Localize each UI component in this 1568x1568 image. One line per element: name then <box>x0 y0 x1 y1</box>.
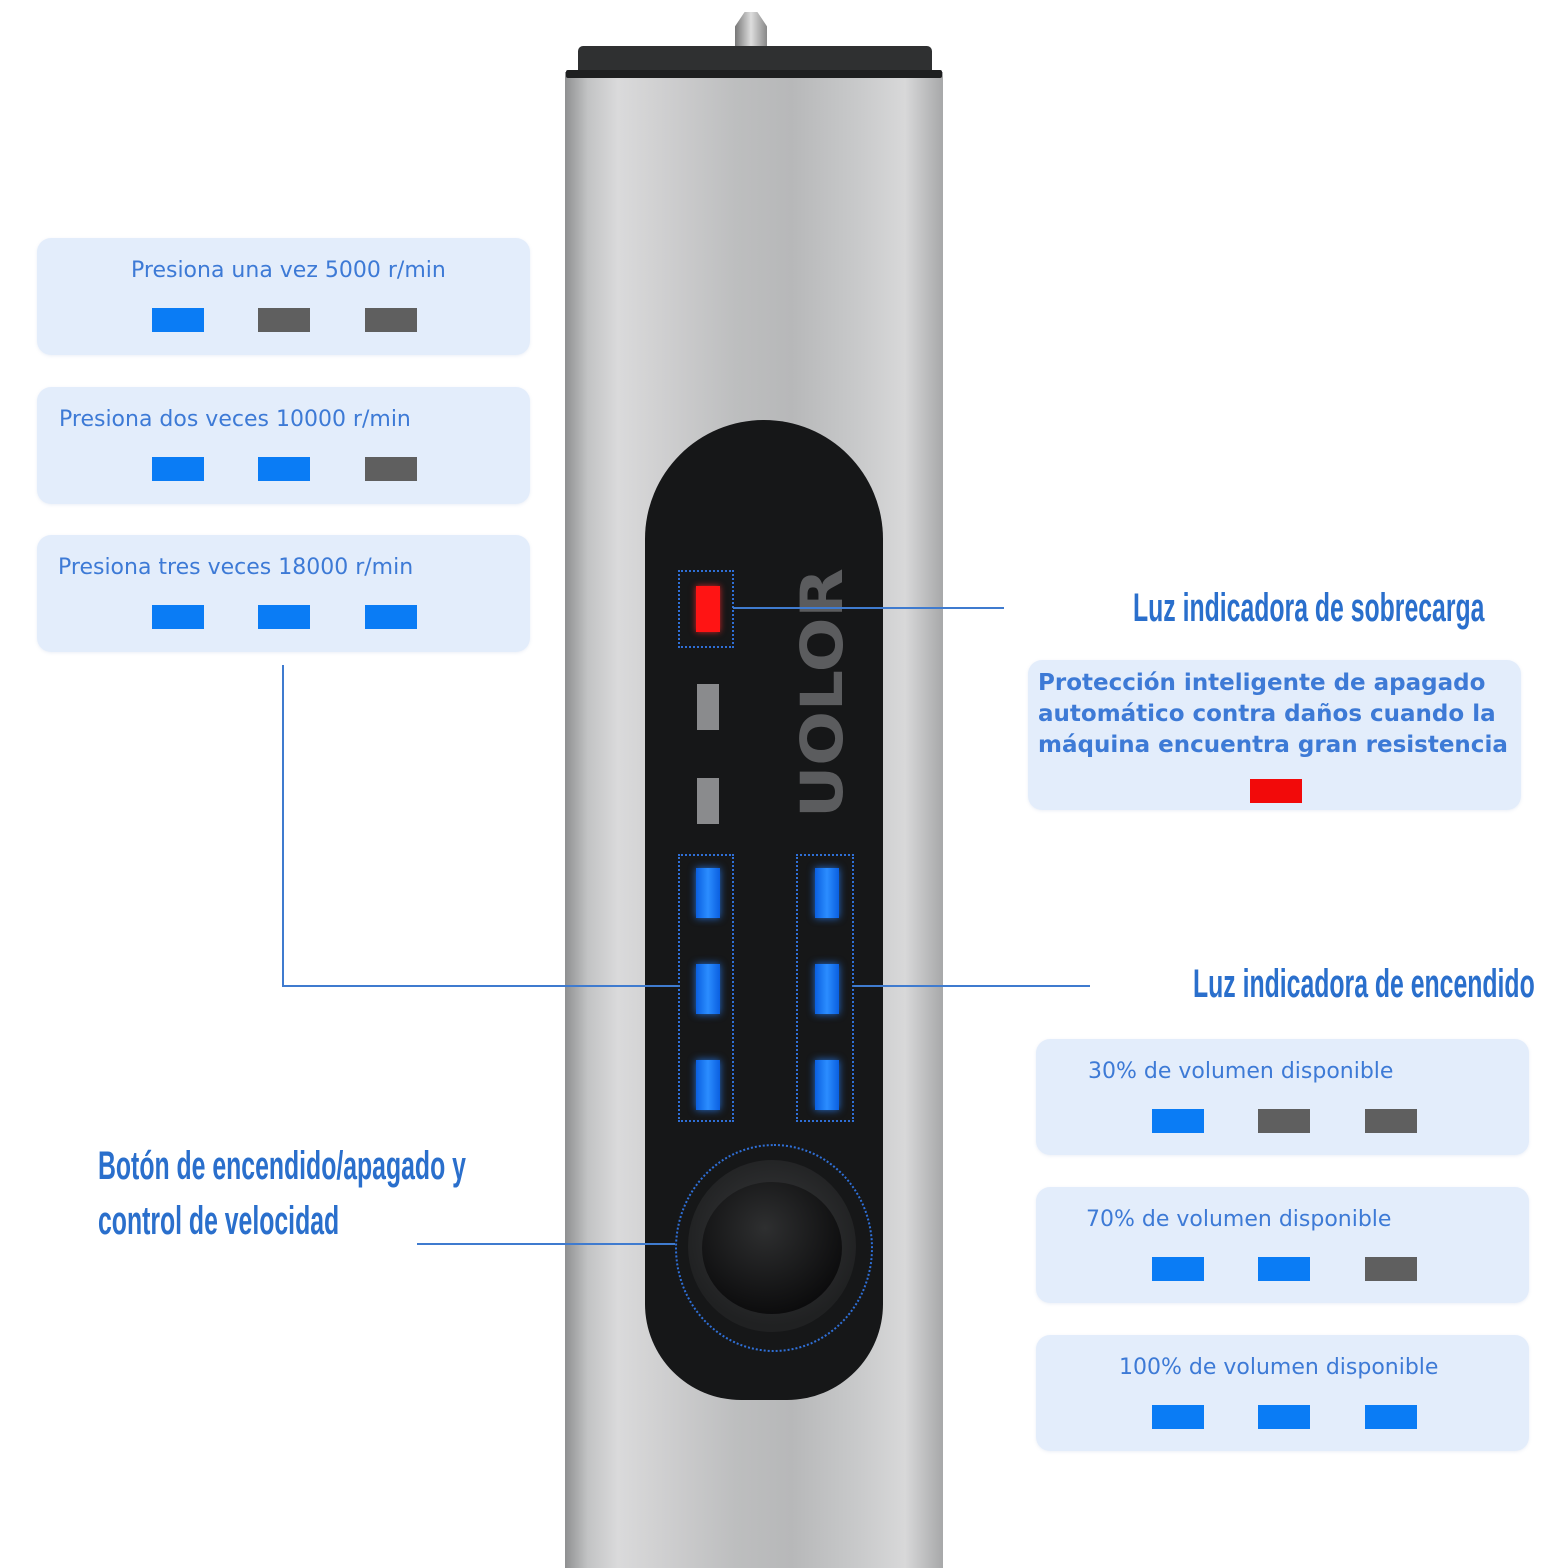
speed-led-1 <box>696 868 720 918</box>
power-level-1-light-2 <box>1258 1109 1310 1133</box>
speed-mode-1-light-1 <box>152 308 204 332</box>
speed-mode-1-light-3 <box>365 308 417 332</box>
brand-logo: UOLOR <box>788 568 856 818</box>
speed-mode-3-light-3 <box>365 605 417 629</box>
power-connector <box>853 985 1090 987</box>
power-level-1-light-1 <box>1152 1109 1204 1133</box>
button-title-line2: control de velocidad <box>98 1199 340 1243</box>
speed-mode-2: Presiona dos veces 10000 r/min <box>37 387 530 504</box>
speed-mode-3-light-2 <box>258 605 310 629</box>
speed-mode-2-light-3 <box>365 457 417 481</box>
power-level-1: 30% de volumen disponible <box>1036 1039 1529 1155</box>
speed-mode-3-label: Presiona tres veces 18000 r/min <box>58 555 414 580</box>
device-cap-rim <box>566 70 942 78</box>
power-level-1-light-3 <box>1365 1109 1417 1133</box>
power-title: Luz indicadora de encendido <box>1193 962 1535 1006</box>
speed-mode-2-light-1 <box>152 457 204 481</box>
speed-mode-2-label: Presiona dos veces 10000 r/min <box>59 407 411 432</box>
power-level-1-label: 30% de volumen disponible <box>1088 1059 1394 1084</box>
power-led-1 <box>815 868 839 918</box>
power-level-2: 70% de volumen disponible <box>1036 1187 1529 1303</box>
power-led-2 <box>815 964 839 1014</box>
overload-led-frame <box>678 570 734 648</box>
power-level-3-light-2 <box>1258 1405 1310 1429</box>
speed-mode-2-light-2 <box>258 457 310 481</box>
speed-leds-frame <box>678 854 734 1122</box>
button-title-line1: Botón de encendido/apagado y <box>98 1144 466 1188</box>
power-level-3: 100% de volumen disponible <box>1036 1335 1529 1451</box>
speed-led-2 <box>696 964 720 1014</box>
svg-text:UOLOR: UOLOR <box>788 568 856 818</box>
bit-tip <box>735 12 767 48</box>
idle-led-1 <box>697 684 719 730</box>
power-level-2-label: 70% de volumen disponible <box>1086 1207 1392 1232</box>
power-level-2-light-1 <box>1152 1257 1204 1281</box>
speed-connector-vertical <box>282 665 284 987</box>
power-button-ring <box>675 1144 873 1352</box>
power-speed-button[interactable] <box>702 1182 842 1314</box>
speed-connector-horizontal <box>282 985 680 987</box>
speed-led-3 <box>696 1060 720 1110</box>
speed-mode-1-label: Presiona una vez 5000 r/min <box>131 258 446 283</box>
power-leds-frame <box>796 854 854 1122</box>
overload-led <box>696 586 720 632</box>
power-level-3-label: 100% de volumen disponible <box>1119 1355 1439 1380</box>
power-level-3-light-3 <box>1365 1405 1417 1429</box>
idle-led-2 <box>697 778 719 824</box>
power-level-2-light-2 <box>1258 1257 1310 1281</box>
speed-mode-3: Presiona tres veces 18000 r/min <box>37 535 530 652</box>
speed-mode-1: Presiona una vez 5000 r/min <box>37 238 530 355</box>
overload-connector <box>733 607 1004 609</box>
power-level-3-light-1 <box>1152 1405 1204 1429</box>
speed-mode-1-light-2 <box>258 308 310 332</box>
overload-light <box>1250 779 1302 803</box>
button-connector <box>417 1243 675 1245</box>
power-led-3 <box>815 1060 839 1110</box>
overload-title: Luz indicadora de sobrecarga <box>1133 586 1485 630</box>
overload-description: Protección inteligente de apagado automá… <box>1038 670 1508 758</box>
speed-mode-3-light-1 <box>152 605 204 629</box>
power-level-2-light-3 <box>1365 1257 1417 1281</box>
